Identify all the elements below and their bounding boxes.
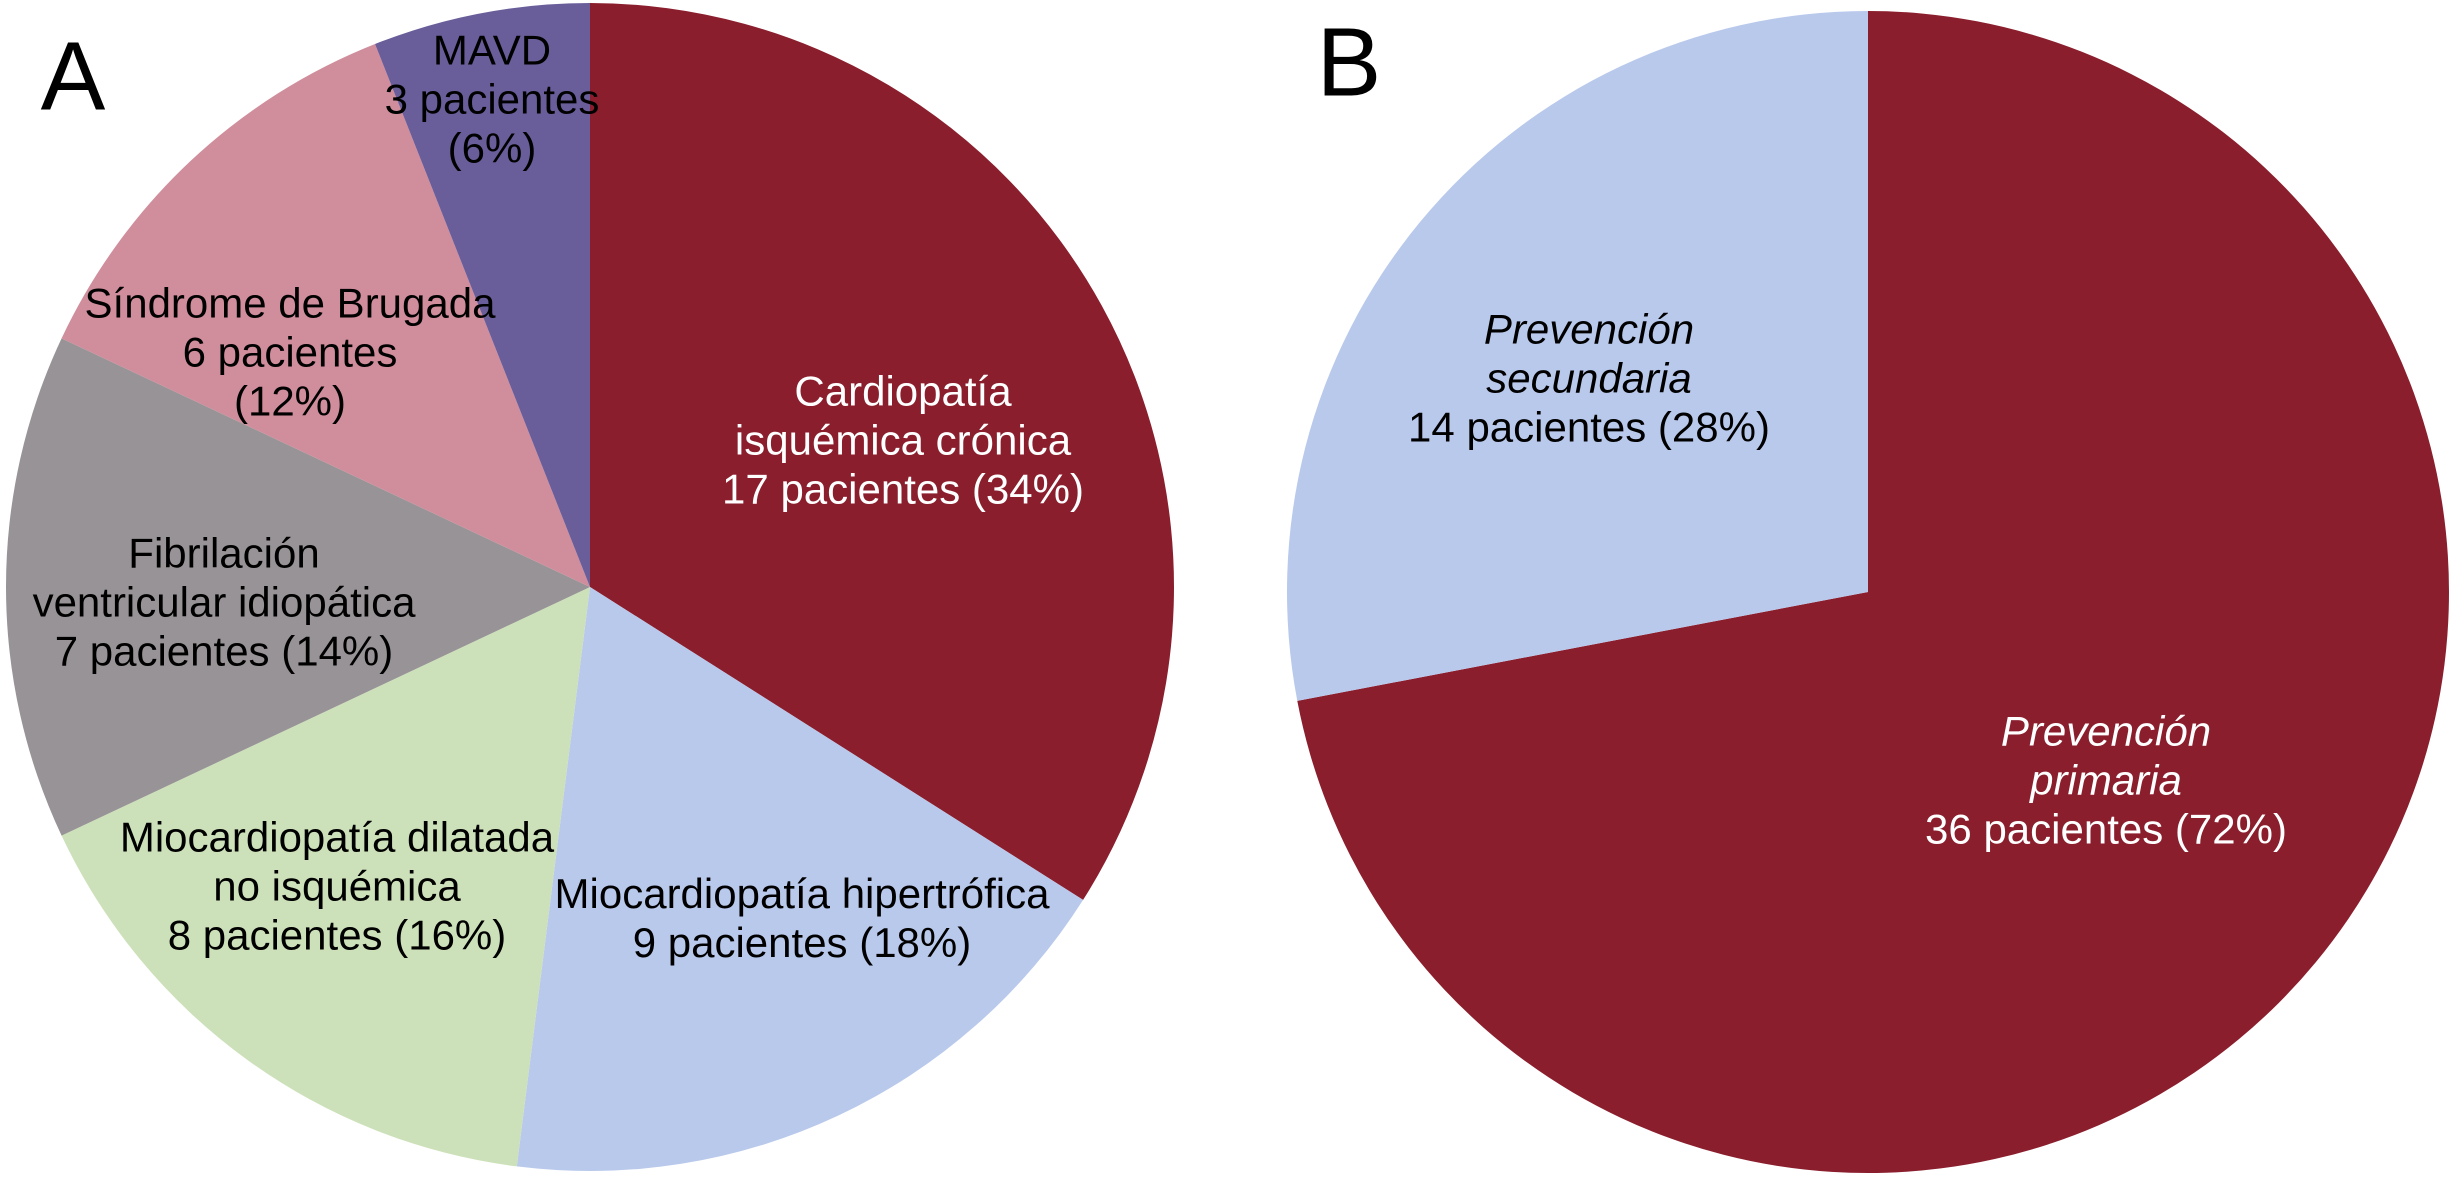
pie-panel-b <box>1286 10 2449 1173</box>
slice-label-line: secundaria <box>1486 354 1692 402</box>
slice-label-line: 6 pacientes <box>182 328 398 376</box>
slice-label-line: Prevención <box>2000 707 2212 755</box>
slice-label-line: (12%) <box>233 377 347 425</box>
pie-slice-miocardiopatia-dilatada-no-isquemica <box>61 587 590 1167</box>
pie-slice-mavd <box>375 3 590 587</box>
slice-label-line: ventricular idiopática <box>32 578 416 626</box>
slice-label-line: Cardiopatía <box>794 367 1012 415</box>
slice-label-line: 3 pacientes <box>384 75 600 123</box>
pie-slice-miocardiopatia-hipertrofica <box>516 587 1084 1171</box>
slice-label-line: Miocardiopatía hipertrófica <box>554 870 1050 917</box>
pie-panel-a <box>5 3 1175 1171</box>
slice-label-line: primaria <box>2030 756 2182 804</box>
slice-label-line: no isquémica <box>213 862 461 910</box>
slice-label-line: 14 pacientes (28%) <box>1408 403 1770 451</box>
slice-label-line: isquémica crónica <box>734 416 1072 464</box>
slice-label-line: Síndrome de Brugada <box>84 279 496 327</box>
panel-label-a: A <box>40 21 106 131</box>
slice-label-line: Fibrilación <box>128 529 320 577</box>
slice-label-line: 8 pacientes (16%) <box>167 911 507 959</box>
pie-slice-sindrome-de-brugada <box>61 44 590 587</box>
slice-label-line: Prevención <box>1483 305 1695 353</box>
pie-slice-cardiopatia-isquemica-cronica <box>590 3 1175 900</box>
slice-label-line: (6%) <box>447 124 537 172</box>
slice-label-line: 36 pacientes (72%) <box>1925 805 2287 853</box>
pie-slice-prevencion-primaria <box>1297 11 2449 1173</box>
slice-label-line: Miocardiopatía dilatada <box>119 813 555 861</box>
slice-label-line: 17 pacientes (34%) <box>722 465 1084 513</box>
slice-label-line: 9 pacientes (18%) <box>632 919 972 966</box>
pie-slice-prevencion-secundaria <box>1286 10 1868 701</box>
slice-label-line: MAVD <box>432 26 552 74</box>
slice-label-line: 7 pacientes (14%) <box>54 627 394 675</box>
pie-slice-fibrilacion-ventricular-idiopatica <box>5 338 591 836</box>
panel-label-b: B <box>1316 7 1382 117</box>
